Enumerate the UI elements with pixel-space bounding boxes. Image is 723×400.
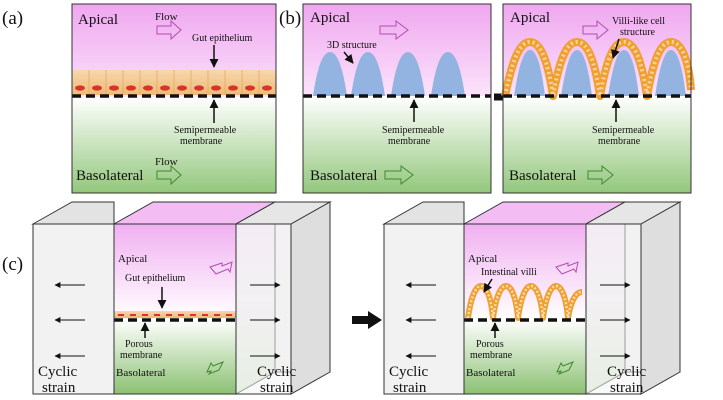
panel-a-gut-epithelium-layer — [72, 70, 276, 95]
panel-b-right-apical-label: Apical — [510, 10, 550, 26]
panel-c-left-membrane-label-1: Porous — [125, 339, 153, 350]
panel-c-right-membrane-label-1: Porous — [476, 339, 504, 350]
panel-c-letter: (c) — [2, 254, 23, 275]
panel-c-right-basolateral-flow-icon — [556, 361, 575, 376]
panel-c-left-basolateral-label: Basolateral — [116, 367, 165, 379]
panel-c-left-membrane-label-2: membrane — [120, 350, 163, 361]
panel-b-right-box: Apical Villi-like cell structure Semiper… — [501, 3, 695, 194]
panel-c-left-gut-epithelium-label: Gut epithelium — [125, 273, 185, 284]
panel-c-right-basolateral-label: Basolateral — [466, 367, 515, 379]
panel-c-right-membrane-label-2: membrane — [470, 350, 513, 361]
panel-a-flow-bottom-arrow-icon — [156, 164, 182, 186]
panel-c-right-strain-right-1: Cyclic — [607, 364, 646, 380]
panel-c-right-strain-left-1: Cyclic — [389, 364, 428, 380]
panel-a-apical-label: Apical — [78, 12, 118, 28]
panel-c-left-strain-right-1: Cyclic — [257, 364, 296, 380]
panel-c-left-device: Apical Gut epithelium Porous membrane Ba… — [31, 201, 332, 396]
panel-b-left-box: Apical 3D structure Semipermeable membra… — [302, 3, 492, 194]
panel-b-3d-structure-label: 3D structure — [327, 40, 377, 51]
panel-c-right-villi-label: Intestinal villi — [481, 267, 537, 278]
panel-c-right-device: Apical Intestinal villi Porous membrane … — [382, 201, 682, 396]
panel-c-left-strain-right-2: strain — [260, 380, 294, 396]
panel-a-frame — [71, 3, 277, 194]
panel-a-gut-epithelium-label: Gut epithelium — [192, 33, 252, 44]
panel-b-right-flow-arrow-icon — [582, 19, 609, 41]
panel-b-left-flow-arrow-icon — [379, 20, 409, 40]
panel-a-letter: (a) — [2, 8, 23, 29]
panel-b-right-membrane-label-2: membrane — [598, 136, 641, 147]
panel-a: (a) Apical Flo — [2, 3, 277, 194]
panel-a-basolateral-region — [72, 97, 276, 193]
panel-b: (b) Apical 3D structure Semipermeable me… — [279, 3, 695, 194]
panel-c-left-strain-left-2: strain — [42, 380, 76, 396]
panel-b-villi-label-1: Villi-like cell — [612, 16, 665, 27]
panel-c-left-strain-left-1: Cyclic — [38, 364, 77, 380]
panel-b-left-membrane-label-2: membrane — [388, 136, 431, 147]
panel-a-membrane-label-2: membrane — [180, 136, 223, 147]
panel-b-right-basolateral-label: Basolateral — [509, 168, 576, 184]
panel-a-flow-top-label: Flow — [155, 11, 178, 23]
panel-a-membrane-label-1: Semipermeable — [174, 125, 237, 136]
panel-c: (c) — [2, 201, 682, 396]
panel-c-left-apical-flow-icon — [209, 261, 233, 275]
panel-c-right-apical-label: Apical — [468, 253, 497, 265]
panel-b-right-membrane-label-1: Semipermeable — [592, 125, 655, 136]
panel-c-transition-arrow-icon — [368, 311, 382, 329]
panel-b-villi — [501, 38, 695, 100]
panel-b-3d-structures — [313, 52, 465, 96]
panel-c-left-apical-label: Apical — [118, 253, 147, 265]
panel-c-right-apical-flow-icon — [555, 261, 579, 275]
panel-b-left-membrane-label-1: Semipermeable — [382, 125, 445, 136]
panel-a-basolateral-label: Basolateral — [76, 168, 143, 184]
panel-b-left-basolateral-label: Basolateral — [310, 168, 377, 184]
panel-b-left-flow-bottom-arrow-icon — [384, 165, 414, 185]
panel-c-right-strain-right-2: strain — [610, 380, 644, 396]
panel-b-villi-label-2: structure — [620, 27, 656, 38]
panel-a-flow-bottom-label: Flow — [155, 156, 178, 168]
panel-b-letter: (b) — [279, 8, 301, 29]
panel-a-flow-top-arrow-icon — [156, 19, 182, 41]
panel-c-right-strain-left-2: strain — [393, 380, 427, 396]
panel-c-left-basolateral-flow-icon — [206, 361, 225, 376]
panel-b-left-apical-label: Apical — [310, 10, 350, 26]
panel-b-right-flow-bottom-arrow-icon — [587, 164, 614, 186]
